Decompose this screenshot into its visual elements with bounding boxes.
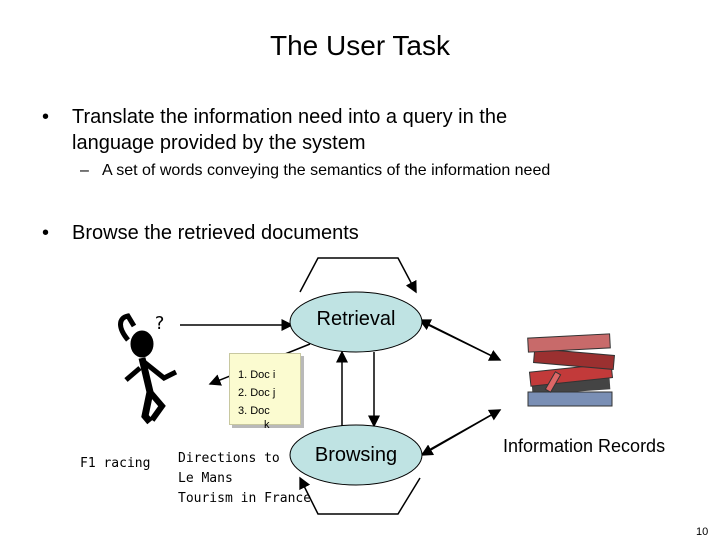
browse-text-line: Directions to xyxy=(178,451,280,466)
browsing-ellipse xyxy=(289,424,423,486)
browse-text: Directions to Le Mans Tourism in France xyxy=(178,449,311,509)
result-item: 1. Doc i xyxy=(238,369,276,381)
result-list-note: 1. Doc i 2. Doc j 3. Doc k xyxy=(229,353,301,431)
page-number: 10 xyxy=(696,526,709,538)
browsing-label: Browsing xyxy=(314,444,398,466)
records-retrieval-arrow xyxy=(418,319,501,361)
result-item: k xyxy=(264,419,270,431)
slide-title: The User Task xyxy=(270,30,450,61)
result-item: 2. Doc j xyxy=(238,387,276,399)
sub-bullet-marker: – xyxy=(80,162,89,179)
sub-bullet-text: A set of words conveying the semantics o… xyxy=(102,162,551,179)
retrieval-loop-arrow xyxy=(299,257,417,294)
bullet-browse: • Browse the retrieved documents xyxy=(42,220,359,246)
bullet-line-2: language provided by the system xyxy=(72,132,366,154)
records-browsing-arrow xyxy=(420,409,501,456)
retrieval-ellipse xyxy=(289,291,423,353)
question-mark: ? xyxy=(154,313,165,334)
books-icon xyxy=(527,333,615,407)
bullet-text: Browse the retrieved documents xyxy=(72,222,359,244)
sub-bullet: – A set of words conveying the semantics… xyxy=(80,162,551,180)
bullet-translate: • Translate the information need into a … xyxy=(42,104,508,156)
browse-text-line: Le Mans xyxy=(178,471,233,486)
query-text: F1 racing xyxy=(80,456,151,471)
bullet-line-1: Translate the information need into a qu… xyxy=(72,106,508,128)
result-item: 3. Doc xyxy=(238,405,270,417)
browsing-loop-arrow xyxy=(299,476,421,515)
bullet-marker: • xyxy=(42,106,50,128)
bullet-marker: • xyxy=(42,222,50,244)
thinking-person-icon xyxy=(118,313,178,425)
browse-text-line: Tourism in France xyxy=(178,491,312,506)
information-records-label: Information Records xyxy=(503,436,666,456)
retrieval-label: Retrieval xyxy=(316,308,396,330)
